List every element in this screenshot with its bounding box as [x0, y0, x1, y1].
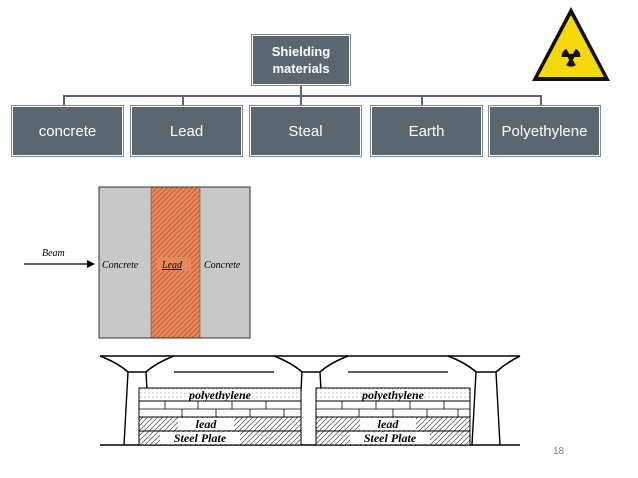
node-label: concrete [38, 122, 97, 140]
node-concrete: concrete [12, 106, 123, 156]
layer-label-polyethylene: polyethylene [361, 388, 425, 402]
layer-label-concrete-left: Concrete [102, 260, 139, 271]
connector-child-2 [182, 95, 184, 106]
page-number: 18 [553, 446, 565, 457]
node-label: Steal [288, 122, 323, 140]
layer-label-concrete-right: Concrete [204, 260, 241, 271]
node-lead: Lead [131, 106, 242, 156]
connector-root-down [300, 85, 302, 96]
connector-child-4 [421, 95, 423, 106]
connector-child-5 [540, 95, 542, 106]
layer-label-lead: lead [196, 417, 218, 431]
beam-label: Beam [42, 248, 65, 259]
node-shielding-materials: Shielding materials [252, 35, 350, 85]
connector-child-1 [63, 95, 65, 106]
layer-label-lead: lead [378, 417, 400, 431]
layer-label-steel-plate: Steel Plate [364, 431, 417, 445]
layer-label-steel-plate: Steel Plate [174, 431, 227, 445]
connector-child-3 [300, 95, 302, 106]
node-steal: Steal [250, 106, 361, 156]
layer-label-lead: Lead [161, 260, 183, 271]
node-label: Earth [408, 122, 445, 140]
layer-label-polyethylene: polyethylene [188, 388, 252, 402]
node-polyethylene: Polyethylene [489, 106, 600, 156]
connector-horizontal [63, 95, 542, 97]
node-earth: Earth [371, 106, 482, 156]
node-label: Polyethylene [501, 122, 588, 140]
node-label: Lead [169, 122, 204, 140]
node-label: Shielding materials [271, 44, 331, 76]
